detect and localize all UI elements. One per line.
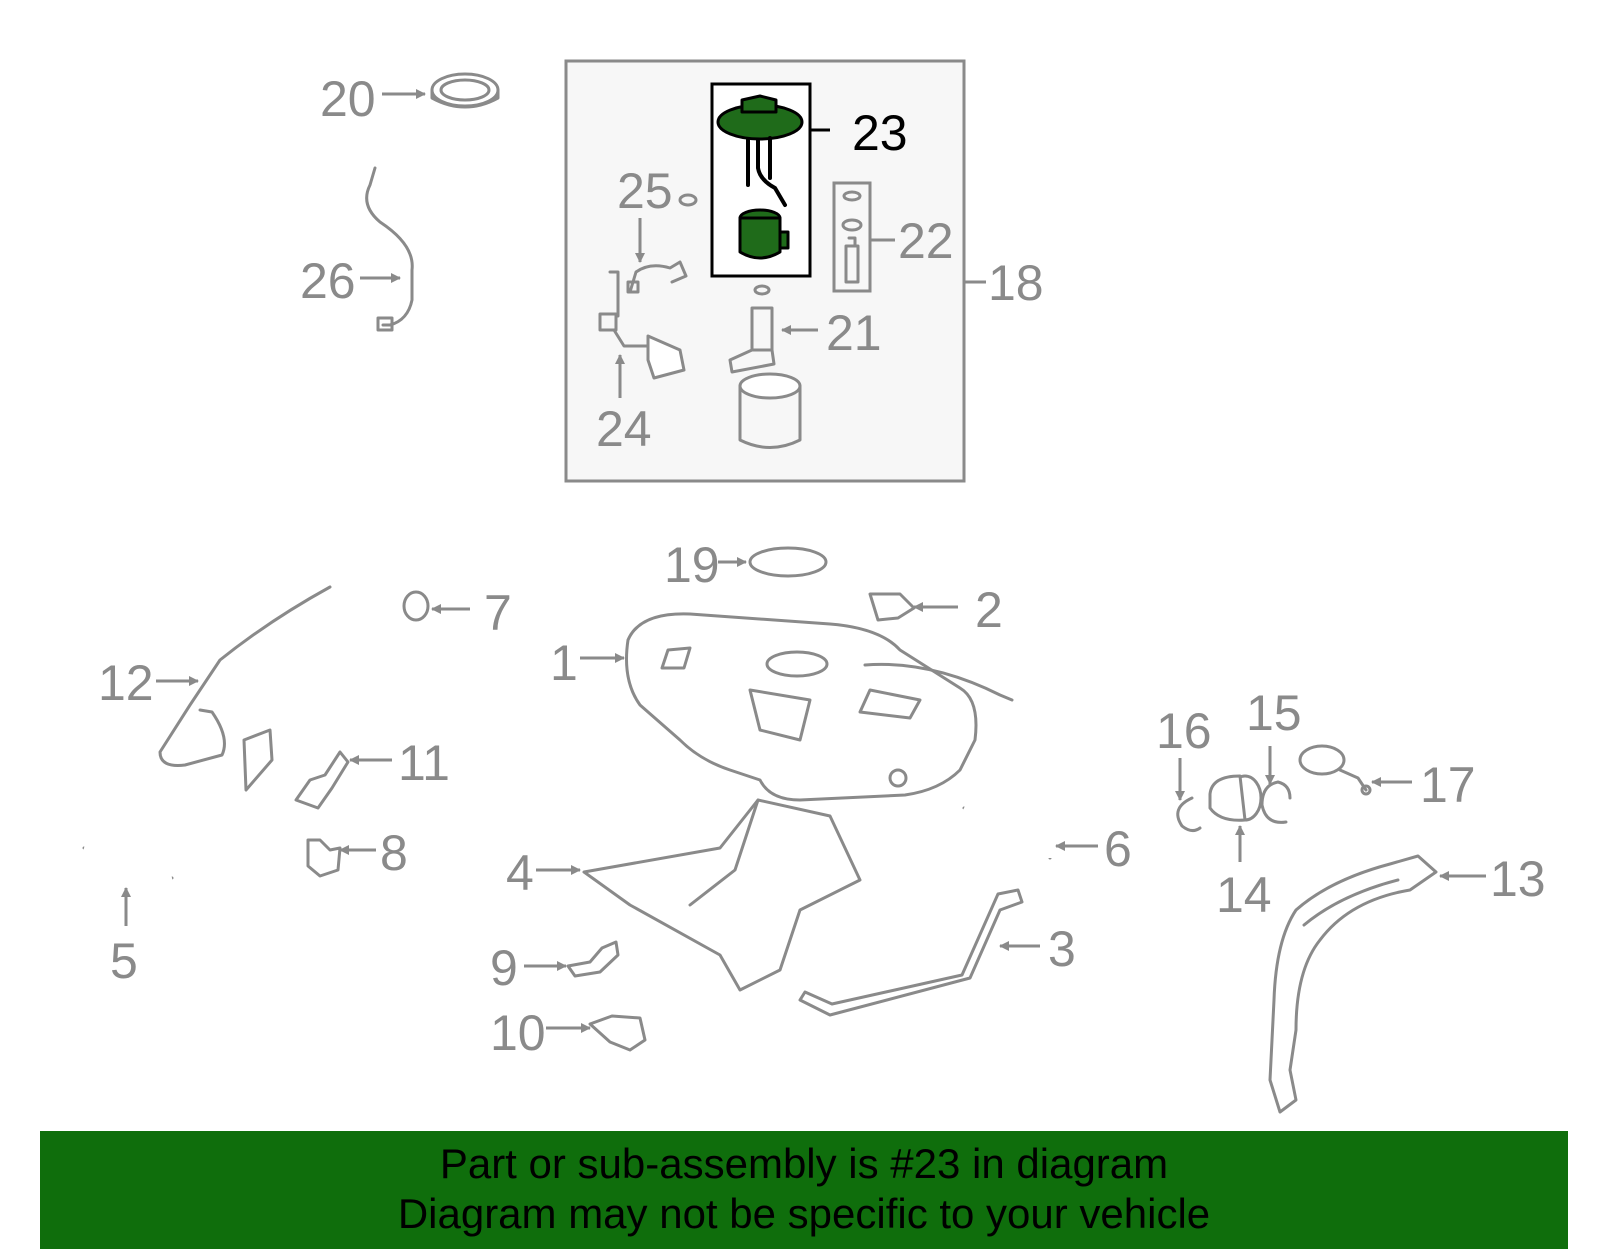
seal-21 — [753, 284, 771, 296]
callout-23: 23 — [852, 105, 908, 161]
callout-13: 13 — [1490, 851, 1546, 907]
oring-set-box-22[interactable] — [832, 181, 872, 293]
callout-1: 1 — [550, 635, 578, 691]
callout-25: 25 — [617, 163, 673, 219]
callout-4: 4 — [506, 845, 534, 901]
bracket-21 — [728, 348, 776, 374]
bracket-9[interactable] — [566, 940, 620, 978]
callout-6: 6 — [1104, 821, 1132, 877]
callout-22: 22 — [898, 213, 954, 269]
callout-5: 5 — [110, 933, 138, 989]
pump-body — [738, 216, 782, 260]
callout-20: 20 — [320, 71, 376, 127]
oring-b — [841, 218, 863, 232]
ring-15[interactable] — [1260, 780, 1292, 824]
callout-21: 21 — [826, 305, 882, 361]
callout-17: 17 — [1420, 757, 1476, 813]
clip-16[interactable] — [1176, 796, 1202, 833]
fuel-cap-17[interactable] — [1298, 744, 1372, 796]
callout-18: 18 — [988, 255, 1044, 311]
callout-16: 16 — [1156, 703, 1212, 759]
pump-flange-top — [740, 94, 778, 114]
pump-tube-right — [756, 138, 787, 207]
strap-3[interactable] — [798, 888, 1024, 1017]
fuel-tank-1[interactable] — [625, 612, 1014, 802]
clip-2[interactable] — [868, 592, 916, 622]
hose-26-end — [376, 316, 394, 332]
pump-connector — [778, 230, 790, 250]
collar-14[interactable] — [1208, 774, 1263, 822]
wire-harness-25[interactable] — [626, 193, 698, 294]
gasket-ring-20[interactable] — [430, 72, 500, 109]
ring-19[interactable] — [748, 546, 828, 578]
callout-26: 26 — [300, 253, 356, 309]
protector-13[interactable] — [1268, 854, 1438, 1114]
oring-a — [842, 190, 862, 202]
banner-line-2: Diagram may not be specific to your vehi… — [397, 1190, 1211, 1237]
info-banner: Part or sub-assembly is #23 in diagram D… — [40, 1131, 1568, 1249]
callout-8: 8 — [380, 825, 408, 881]
heat-shield-4[interactable] — [582, 798, 862, 992]
bracket-10[interactable] — [588, 1014, 647, 1052]
callout-24: 24 — [596, 401, 652, 457]
clamp-8[interactable] — [306, 838, 342, 878]
reservoir-cup — [738, 384, 802, 449]
fuel-sender-24[interactable] — [598, 270, 686, 380]
bracket-11[interactable] — [294, 750, 350, 810]
callout-19: 19 — [664, 537, 720, 593]
plug-22 — [844, 236, 860, 284]
callout-10: 10 — [490, 1005, 546, 1061]
reservoir-top — [738, 372, 802, 400]
callout-12: 12 — [98, 655, 154, 711]
callout-2: 2 — [975, 582, 1003, 638]
hose-26[interactable] — [365, 166, 414, 327]
callout-15: 15 — [1246, 685, 1302, 741]
callout-11: 11 — [398, 735, 450, 791]
callout-7: 7 — [484, 585, 512, 641]
breather-tube-12[interactable] — [158, 585, 332, 767]
callout-14: 14 — [1216, 867, 1272, 923]
filler-pipe-7[interactable] — [224, 590, 430, 862]
callout-3: 3 — [1048, 921, 1076, 977]
banner-line-1: Part or sub-assembly is #23 in diagram — [439, 1140, 1169, 1187]
fuel-pump-part-23[interactable] — [716, 94, 804, 260]
callout-9: 9 — [490, 940, 518, 996]
